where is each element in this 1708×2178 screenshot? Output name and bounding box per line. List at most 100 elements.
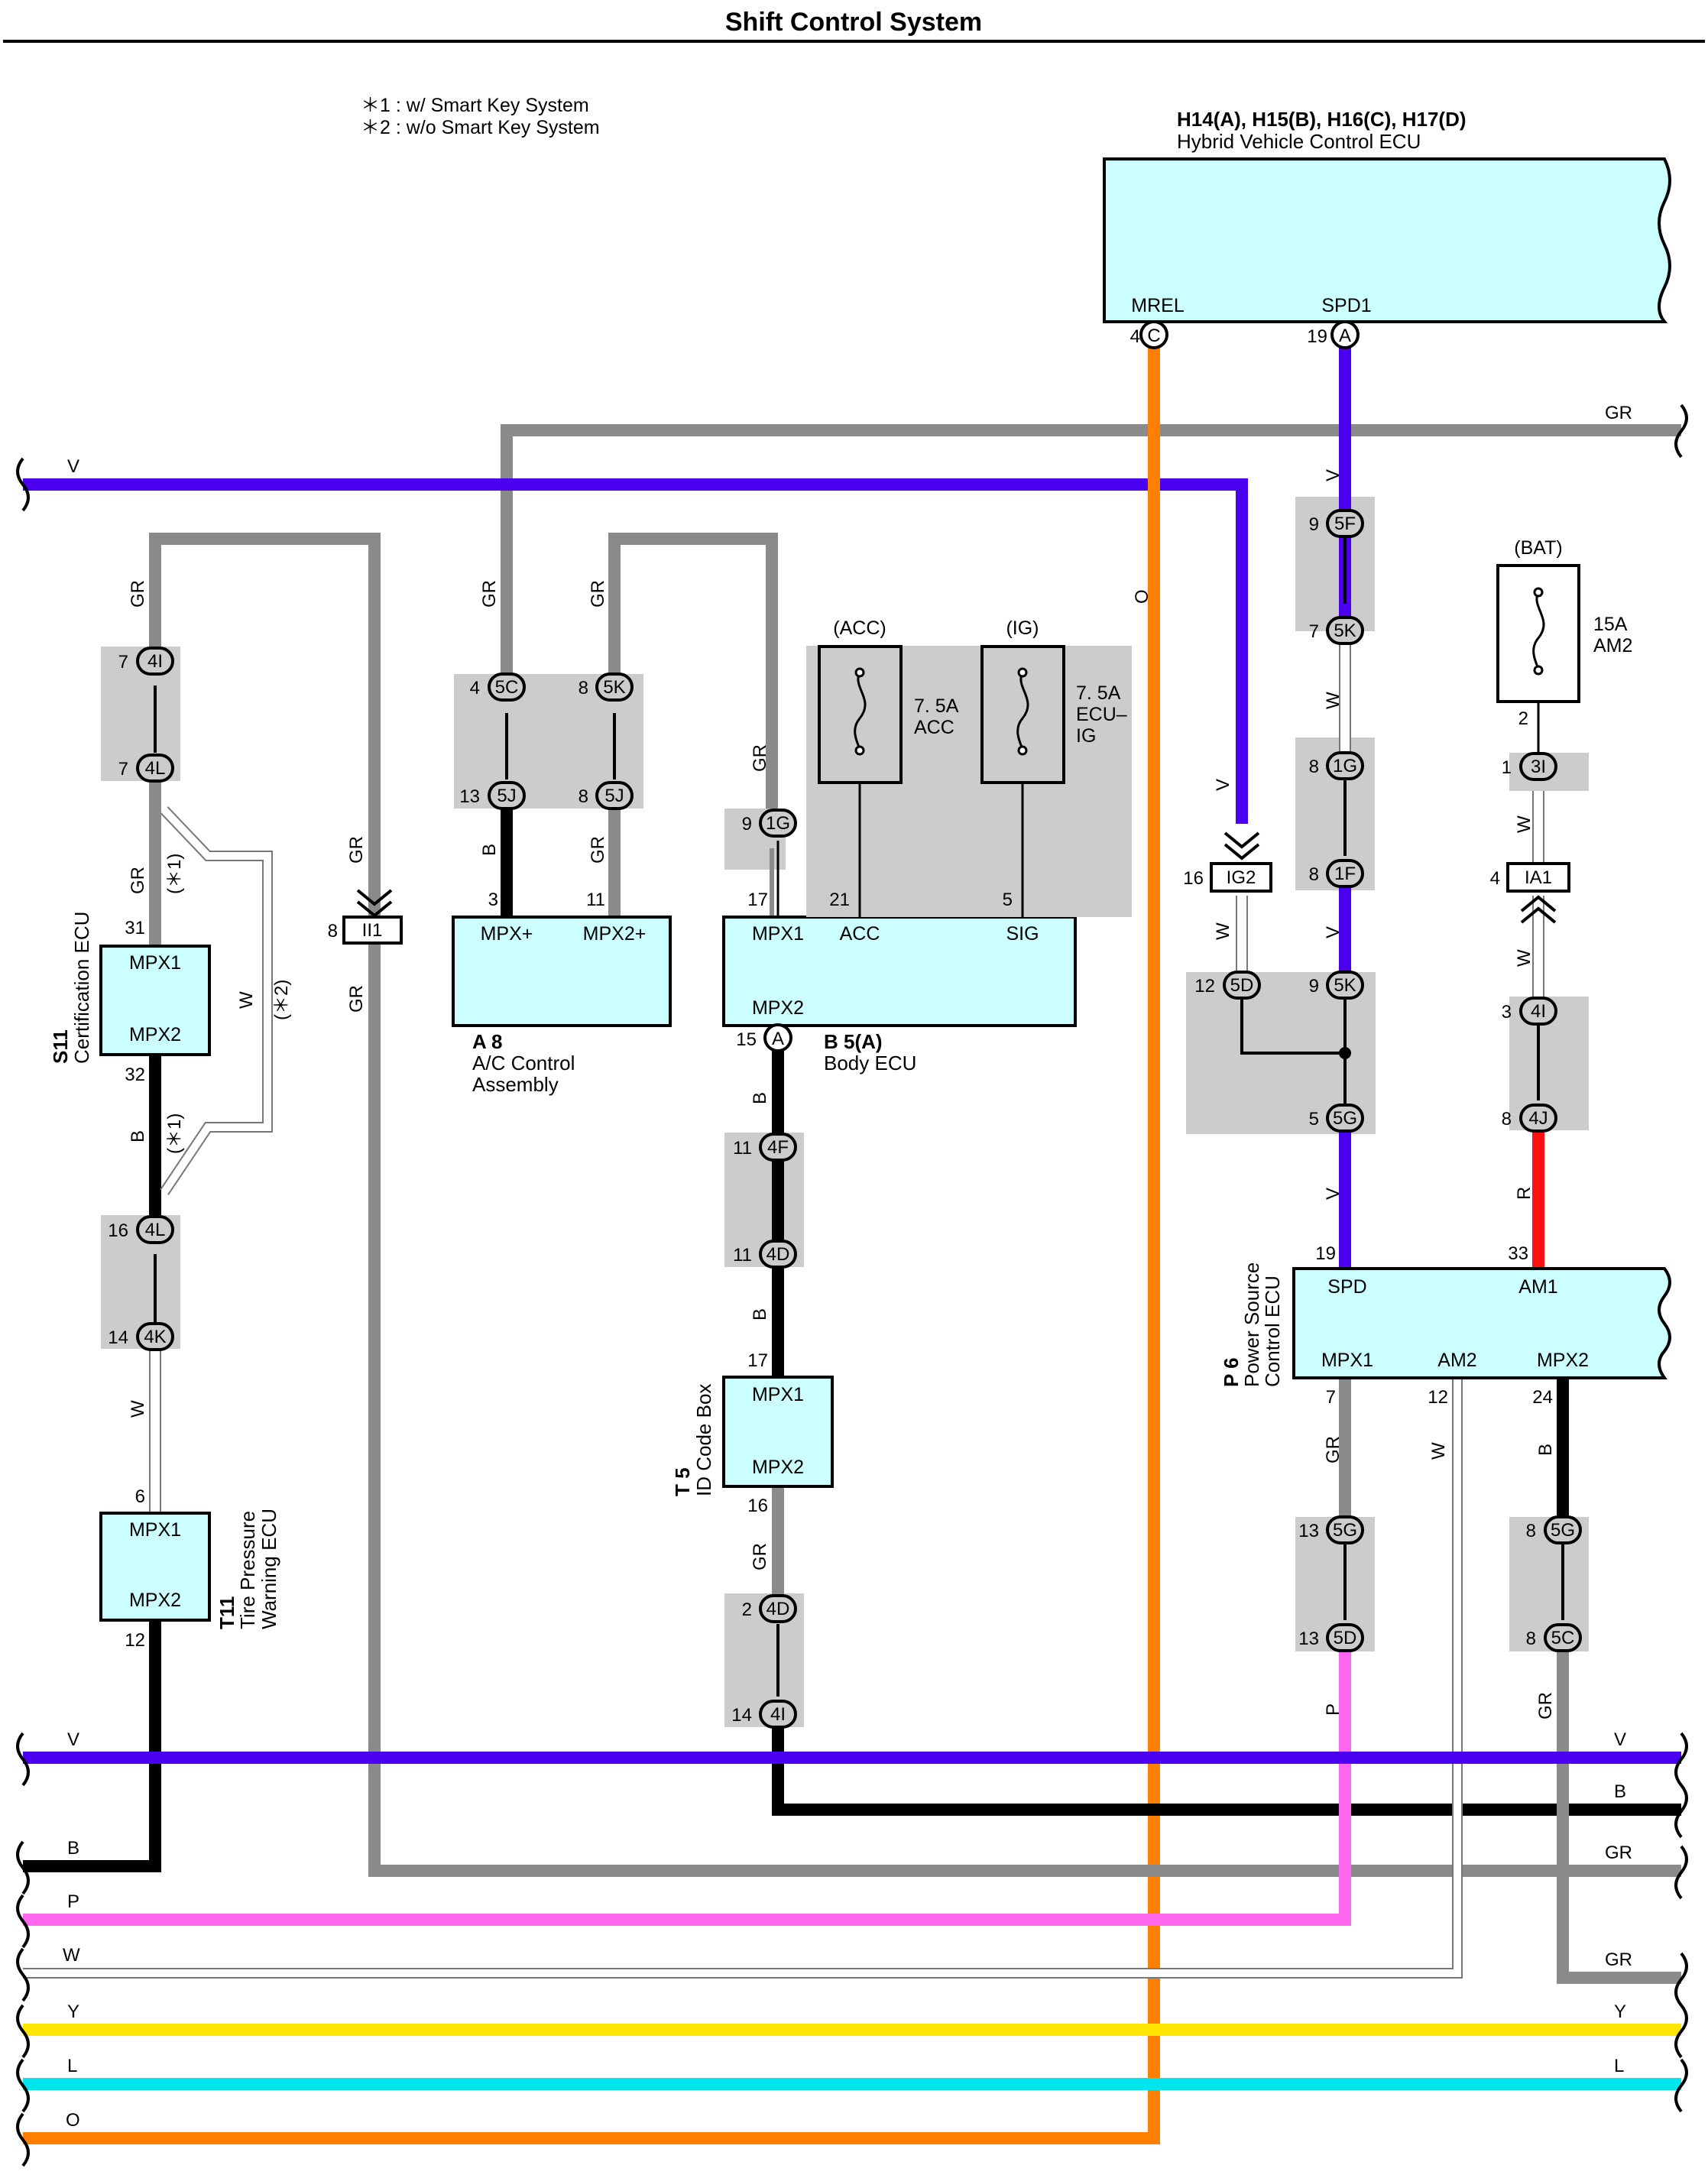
svg-text:V: V: [67, 456, 79, 477]
wire-o: [23, 348, 1160, 2144]
fuse-bat-rating: 15A: [1593, 614, 1628, 635]
svg-text:W: W: [236, 991, 257, 1009]
svg-text:GR: GR: [1605, 1950, 1632, 1970]
connector-5C-b: 5C: [1544, 1623, 1582, 1652]
cert-term-mpx2: MPX2: [129, 1024, 181, 1045]
connector-5C-a: 5C: [488, 673, 526, 702]
fuse-acc-source: (ACC): [833, 617, 886, 639]
svg-text:A: A: [1339, 326, 1351, 346]
svg-text:4: 4: [1130, 326, 1140, 347]
wire-gr-ac2: [608, 533, 778, 809]
fuse-ig-name2: IG: [1076, 725, 1096, 747]
id-code: T 5: [671, 1467, 694, 1496]
note-star2: ＊2 : w/o Smart Key System: [361, 117, 600, 138]
svg-text:(＊2): (＊2): [271, 980, 292, 1020]
svg-text:4I: 4I: [147, 651, 163, 672]
id-code-box: MPX1 MPX2 T 5 ID Code Box: [671, 1376, 834, 1496]
svg-text:GR: GR: [1605, 403, 1632, 423]
fuse-ig-name1: ECU–: [1076, 704, 1127, 725]
page-title: Shift Control System: [725, 8, 982, 37]
cert-ecu: MPX1 MPX2 S11 Certification ECU: [49, 912, 211, 1064]
hv-term-mrel: MREL: [1131, 295, 1185, 316]
svg-text:GR: GR: [479, 580, 500, 608]
svg-text:(＊1): (＊1): [164, 1113, 185, 1154]
body-code: B 5(A): [824, 1030, 883, 1053]
svg-text:GR: GR: [588, 836, 608, 864]
svg-text:13: 13: [1298, 1629, 1319, 1649]
svg-text:16: 16: [747, 1496, 768, 1516]
body-ecu: MPX1 ACC SIG MPX2 B 5(A) Body ECU: [722, 916, 1077, 1074]
svg-text:8: 8: [1502, 1109, 1512, 1130]
svg-text:4: 4: [1490, 868, 1500, 889]
fuse-bat-name: AM2: [1593, 635, 1632, 656]
connector-5K-a: 5K: [595, 673, 634, 702]
body-term-sig: SIG: [1006, 923, 1039, 945]
svg-text:V: V: [1323, 926, 1343, 938]
body-term-mpx1: MPX1: [752, 923, 804, 945]
terminal-A: A: [1330, 320, 1360, 349]
svg-text:5K: 5K: [1334, 975, 1356, 996]
svg-text:1G: 1G: [1333, 756, 1357, 776]
wire-p-ps: [23, 1651, 1351, 1926]
svg-text:1G: 1G: [766, 813, 790, 834]
svg-text:Y: Y: [1614, 2001, 1626, 2022]
fuse-acc-rating: 7. 5A: [914, 695, 959, 717]
ps-term-am2: AM2: [1437, 1350, 1476, 1371]
svg-text:4L: 4L: [145, 1220, 166, 1240]
svg-text:3: 3: [1502, 1002, 1512, 1023]
tire-ecu: MPX1 MPX2 T11 Tire Pressure Warning ECU: [99, 1509, 280, 1629]
connector-5G-b: 5G: [1326, 1515, 1364, 1544]
svg-text:3: 3: [488, 890, 498, 910]
svg-text:V: V: [67, 1729, 79, 1750]
svg-text:W: W: [63, 1945, 80, 1966]
svg-text:GR: GR: [750, 744, 770, 772]
svg-text:W: W: [1213, 922, 1233, 940]
svg-text:5K: 5K: [1334, 621, 1356, 641]
svg-text:L: L: [1614, 2056, 1624, 2076]
connector-4I-bot: 4I: [759, 1700, 797, 1729]
svg-text:5G: 5G: [1333, 1108, 1357, 1129]
svg-text:4D: 4D: [766, 1599, 790, 1619]
fuse-acc-name: ACC: [914, 717, 954, 738]
svg-text:13: 13: [1298, 1521, 1319, 1541]
svg-text:17: 17: [747, 890, 768, 910]
svg-text:V: V: [1323, 1188, 1343, 1200]
svg-text:9: 9: [742, 814, 752, 835]
ps-name1: Power Source: [1240, 1262, 1263, 1387]
svg-text:GR: GR: [750, 1543, 770, 1570]
svg-text:11: 11: [733, 1138, 752, 1159]
inline-connectors: II1 IG2 IA1: [342, 831, 1570, 945]
connector-5J-b: 5J: [595, 781, 634, 810]
ac-term-mpx: MPX+: [481, 923, 533, 945]
ac-name2: Assembly: [472, 1073, 559, 1096]
svg-text:GR: GR: [1535, 1692, 1556, 1719]
svg-text:8: 8: [1309, 757, 1319, 777]
tire-name2: Warning ECU: [258, 1509, 280, 1629]
svg-text:B: B: [128, 1130, 148, 1142]
svg-text:A: A: [772, 1029, 784, 1049]
ps-term-mpx2: MPX2: [1537, 1350, 1589, 1371]
svg-text:1F: 1F: [1334, 864, 1356, 884]
svg-text:V: V: [1213, 779, 1233, 791]
tire-code: T11: [216, 1596, 238, 1629]
svg-text:R: R: [1514, 1187, 1535, 1200]
ac-name1: A/C Control: [472, 1052, 575, 1074]
svg-text:2: 2: [742, 1599, 752, 1620]
svg-text:GR: GR: [1605, 1843, 1632, 1863]
connector-5K-b: 5K: [1326, 616, 1364, 645]
fuse-ig: (IG) 7. 5A ECU– IG: [980, 617, 1127, 917]
svg-text:P: P: [67, 1891, 79, 1912]
ac-term-mpx2: MPX2+: [583, 923, 647, 945]
connector-5G-c: 5G: [1544, 1515, 1582, 1544]
svg-text:9: 9: [1309, 514, 1319, 535]
svg-text:21: 21: [829, 890, 850, 910]
svg-text:IG2: IG2: [1227, 867, 1256, 888]
id-term-mpx2: MPX2: [752, 1457, 804, 1478]
connector-4K: 4K: [136, 1322, 174, 1351]
svg-text:3I: 3I: [1531, 757, 1546, 777]
connector-5G-a: 5G: [1326, 1104, 1364, 1133]
svg-text:W: W: [128, 1400, 148, 1418]
svg-text:4F: 4F: [767, 1137, 789, 1158]
connector-4D-b: 4D: [759, 1594, 797, 1623]
